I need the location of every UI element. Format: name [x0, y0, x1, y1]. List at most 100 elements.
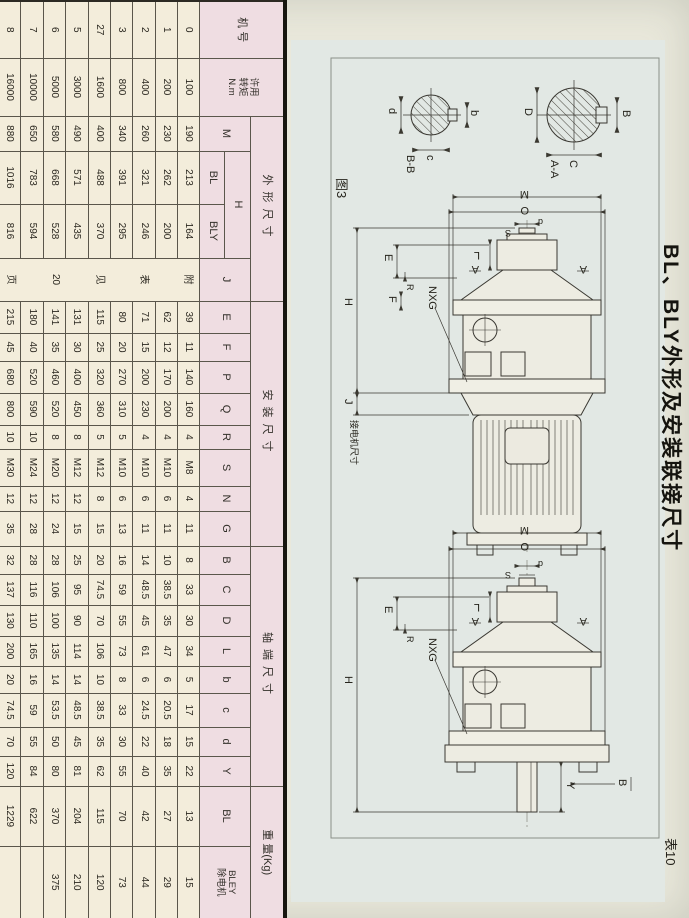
cell-m0-15: 30 [177, 605, 200, 636]
cell-m2-15: 45 [132, 605, 156, 636]
cell-m7-11: 12 [21, 486, 44, 511]
cell-m3-16: 73 [110, 636, 133, 666]
cell-m6-20: 80 [43, 756, 66, 786]
cell-m6-0: 6 [43, 1, 66, 58]
machine-drawing-bl [353, 530, 632, 830]
cell-m8-13: 32 [0, 546, 21, 574]
cell-m5-20: 81 [65, 756, 89, 786]
cell-m1-21: 27 [155, 786, 178, 846]
cell-m8-2: 880 [0, 116, 21, 151]
cell-m7-3: 783 [21, 151, 44, 204]
cell-m7-2: 650 [21, 116, 44, 151]
header-col-J: J [200, 258, 251, 301]
cell-m2-2: 260 [132, 116, 156, 151]
cell-m0-21: 13 [177, 786, 200, 846]
cell-m27-9: 5 [88, 425, 111, 449]
cell-m1-17: 6 [155, 666, 178, 693]
header-col-G: G [200, 511, 251, 546]
figure-frame [330, 57, 660, 839]
cell-m3-5: 80 [110, 301, 133, 333]
cell-m8-7: 680 [0, 361, 21, 393]
label-L-2: L [474, 601, 480, 613]
header-col-H-BL: BL [200, 151, 225, 204]
cell-m0-12: 11 [177, 511, 200, 546]
cell-m6-19: 50 [43, 727, 66, 756]
cell-m6-7: 460 [43, 361, 66, 393]
cell-m1-11: 6 [155, 486, 178, 511]
cell-m8-12: 35 [0, 511, 21, 546]
cell-m6-2: 580 [43, 116, 66, 151]
cell-m7-6: 40 [21, 333, 44, 361]
label-Aview-1a: A [471, 263, 479, 275]
cell-m6-15: 100 [43, 605, 66, 636]
cell-m5-15: 90 [65, 605, 89, 636]
cell-m8-14: 137 [0, 574, 21, 605]
cell-m27-20: 62 [88, 756, 111, 786]
cell-m1-2: 230 [155, 116, 178, 151]
cell-m5-19: 45 [65, 727, 89, 756]
cell-m2-22: 44 [132, 846, 156, 918]
header-col-H-BLY: BLY [200, 204, 225, 258]
label-E-1: E [382, 254, 394, 261]
cell-m7-5: 180 [21, 301, 44, 333]
figure-number: 图3 [334, 178, 349, 198]
cell-m8-22 [0, 846, 21, 918]
cell-m2-16: 61 [132, 636, 156, 666]
cell-m8-4: 816 [0, 204, 21, 258]
cell-m0-10: M8 [177, 449, 200, 486]
cell-m6-13: 28 [43, 546, 66, 574]
cell-m8-18: 74.5 [0, 693, 21, 727]
cell-m2-14: 48.5 [132, 574, 156, 605]
cell-m0-6: 11 [177, 333, 200, 361]
cell-m5-4: 435 [65, 204, 89, 258]
cell-m27-8: 360 [88, 393, 111, 425]
cell-m5-12: 15 [65, 511, 89, 546]
cell-m0-18: 17 [177, 693, 200, 727]
header-col-Y: Y [200, 756, 251, 786]
cell-m2-12: 11 [132, 511, 156, 546]
label-Aview-1b: A [579, 263, 587, 275]
cell-m5-1: 3000 [65, 58, 89, 116]
label-d-2: d [538, 559, 543, 569]
cell-m2-8: 230 [132, 393, 156, 425]
cell-m27-22: 120 [88, 846, 111, 918]
cell-m0-9: 4 [177, 425, 200, 449]
cell-m3-3: 391 [110, 151, 133, 204]
label-J-1: J [342, 399, 354, 405]
header-col-d: d [200, 727, 251, 756]
label-NXG-1: NXG [426, 286, 438, 310]
cell-m3-15: 55 [110, 605, 133, 636]
cell-m0-8: 160 [177, 393, 200, 425]
cell-m5-17: 14 [65, 666, 89, 693]
label-B: B [620, 110, 632, 117]
label-Bview: B [616, 779, 628, 786]
cell-m0-5: 39 [177, 301, 200, 333]
cell-m5-8: 450 [65, 393, 89, 425]
cell-m6-9: 8 [43, 425, 66, 449]
cell-m7-12: 28 [21, 511, 44, 546]
cell-m1-6: 12 [155, 333, 178, 361]
label-c: c [424, 155, 436, 161]
cell-m2-0: 2 [132, 1, 156, 58]
cell-m7-9: 10 [21, 425, 44, 449]
cell-m8-3: 1016 [0, 151, 21, 204]
cell-m2-4: 246 [132, 204, 156, 258]
cell-m8-15: 130 [0, 605, 21, 636]
cell-m7-8: 590 [21, 393, 44, 425]
cell-m3-7: 270 [110, 361, 133, 393]
cell-m6-10: M20 [43, 449, 66, 486]
cell-m3-9: 5 [110, 425, 133, 449]
cell-m3-2: 340 [110, 116, 133, 151]
motor-connection-note: 接电机尺寸 [349, 420, 360, 465]
cell-m0-16: 34 [177, 636, 200, 666]
cell-m27-7: 320 [88, 361, 111, 393]
header-col-S: S [200, 449, 251, 486]
cell-m3-12: 13 [110, 511, 133, 546]
cell-m1-18: 20.5 [155, 693, 178, 727]
cell-m3-10: M10 [110, 449, 133, 486]
